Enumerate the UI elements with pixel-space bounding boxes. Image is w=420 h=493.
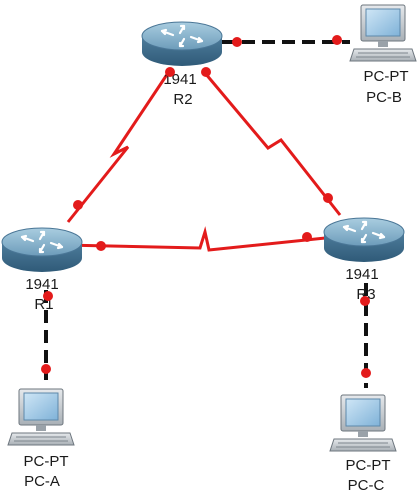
pc-a-name: PC-A: [24, 473, 60, 490]
router-r3-model: 1941: [345, 266, 378, 283]
serial-links: [62, 72, 342, 252]
pc-b-name: PC-B: [366, 89, 402, 106]
router-r1[interactable]: 1941 R1: [0, 226, 84, 313]
router-r1-model: 1941: [25, 276, 58, 293]
port-dot: [201, 67, 211, 77]
port-dot: [73, 200, 83, 210]
router-icon: [322, 216, 406, 264]
pc-c[interactable]: PC-PT PC-C: [329, 394, 397, 493]
router-r3[interactable]: 1941 R3: [322, 216, 406, 303]
pc-a-model: PC-PT: [24, 453, 69, 470]
port-dot: [96, 241, 106, 251]
pc-b-model: PC-PT: [364, 68, 409, 85]
port-dot: [302, 232, 312, 242]
pc-b[interactable]: PC-PT PC-B: [349, 4, 417, 106]
ethernet-links: [44, 40, 368, 388]
router-r2-name: R2: [173, 91, 192, 108]
port-dot: [41, 364, 51, 374]
serial-link-r1-r3[interactable]: [62, 226, 336, 252]
port-dot: [232, 37, 242, 47]
pc-c-model: PC-PT: [346, 457, 391, 474]
pc-icon: [7, 388, 75, 446]
port-dot: [361, 368, 371, 378]
port-dot: [360, 296, 370, 306]
port-dots: [41, 35, 371, 378]
port-dot: [43, 291, 53, 301]
port-dot: [165, 67, 175, 77]
pc-c-name: PC-C: [348, 477, 385, 493]
pc-a[interactable]: PC-PT PC-A: [7, 388, 75, 490]
router-icon: [140, 20, 224, 68]
pc-icon: [329, 394, 397, 452]
serial-link-r2-r1[interactable]: [66, 72, 170, 223]
serial-link-r2-r3[interactable]: [203, 72, 342, 216]
port-dot: [332, 35, 342, 45]
port-dot: [323, 193, 333, 203]
router-icon: [0, 226, 84, 274]
pc-icon: [349, 4, 417, 62]
